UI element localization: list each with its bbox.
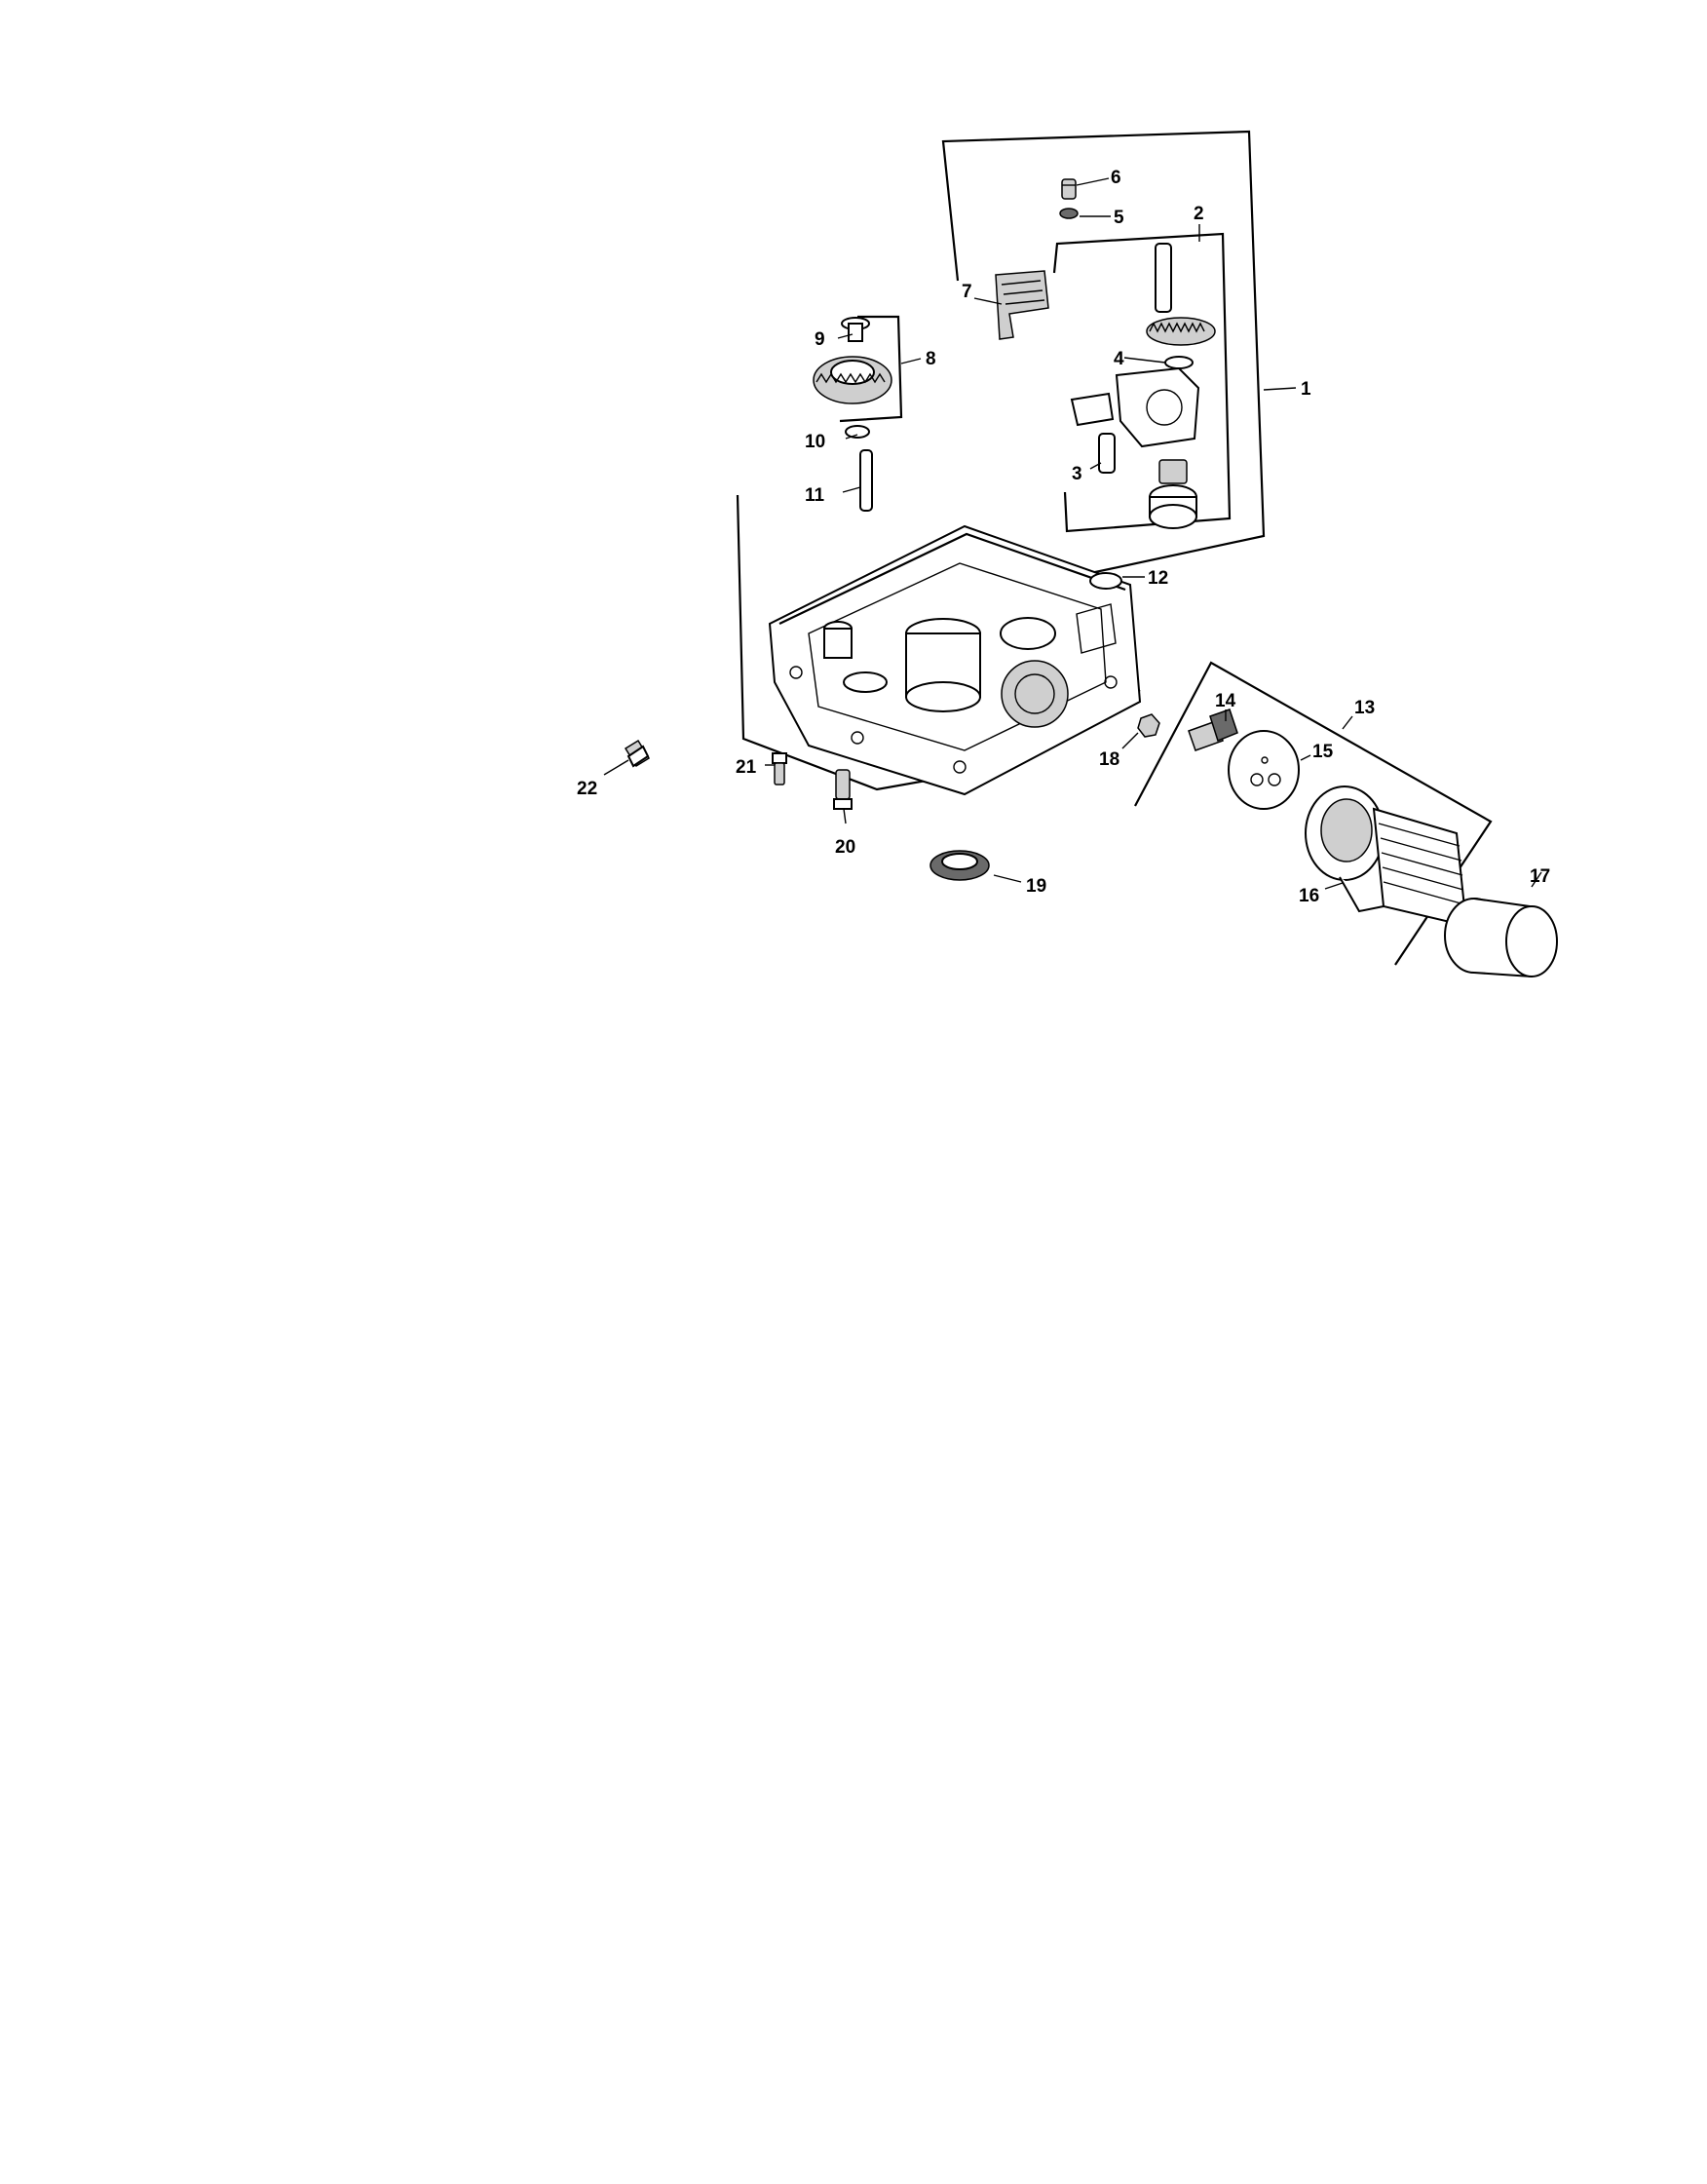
callout-9: 9 — [815, 329, 825, 350]
bolt-part-20 — [833, 769, 853, 810]
screen-part-7 — [995, 270, 1049, 340]
assembly-bracket-2 — [1052, 232, 1232, 533]
callout-2: 2 — [1194, 204, 1204, 224]
callout-8: 8 — [926, 349, 936, 369]
washer-part-4 — [1164, 356, 1194, 369]
shaft-part-11 — [859, 449, 873, 512]
callout-10: 10 — [805, 432, 825, 452]
oil-pan-housing — [768, 524, 1142, 796]
plug-part-6 — [1061, 178, 1077, 200]
bolt-part-21 — [772, 752, 787, 785]
callout-labels: 1 2 3 4 5 6 7 8 9 10 11 12 13 14 15 16 1… — [577, 168, 1550, 906]
fitting-part-14 — [1188, 709, 1238, 751]
callout-21: 21 — [736, 757, 757, 778]
seal-part-19 — [929, 850, 990, 881]
assembly-bracket-1 — [941, 130, 1266, 577]
callout-18: 18 — [1099, 749, 1119, 770]
adapter-part-16 — [1305, 785, 1468, 928]
callout-1: 1 — [1301, 379, 1311, 400]
callout-5: 5 — [1114, 208, 1124, 228]
washer-part-5 — [1059, 208, 1079, 219]
callout-12: 12 — [1148, 568, 1168, 589]
o-ring-part-12 — [1089, 572, 1122, 590]
callout-22: 22 — [577, 779, 597, 799]
callout-3: 3 — [1072, 464, 1082, 484]
leader-lines — [603, 177, 1542, 890]
callout-14: 14 — [1215, 691, 1236, 711]
oil-filter-part-17 — [1444, 898, 1558, 978]
gear-part-8 — [813, 356, 892, 404]
callout-11: 11 — [805, 485, 825, 506]
pin-part-9 — [841, 317, 870, 342]
callout-7: 7 — [962, 282, 972, 302]
callout-6: 6 — [1111, 168, 1121, 188]
callout-4: 4 — [1114, 349, 1124, 369]
assembly-bracket-8 — [839, 315, 903, 423]
callout-13: 13 — [1354, 698, 1375, 718]
gasket-part-15 — [1228, 730, 1300, 810]
fitting-part-22 — [624, 739, 651, 768]
callout-19: 19 — [1026, 876, 1046, 897]
callout-17: 17 — [1530, 866, 1550, 887]
nut-part-18 — [1137, 713, 1160, 738]
oil-pump-part-2 — [1070, 243, 1216, 529]
washer-part-10 — [845, 425, 870, 439]
callout-16: 16 — [1299, 886, 1319, 906]
callout-15: 15 — [1312, 742, 1334, 762]
callout-20: 20 — [835, 837, 855, 858]
